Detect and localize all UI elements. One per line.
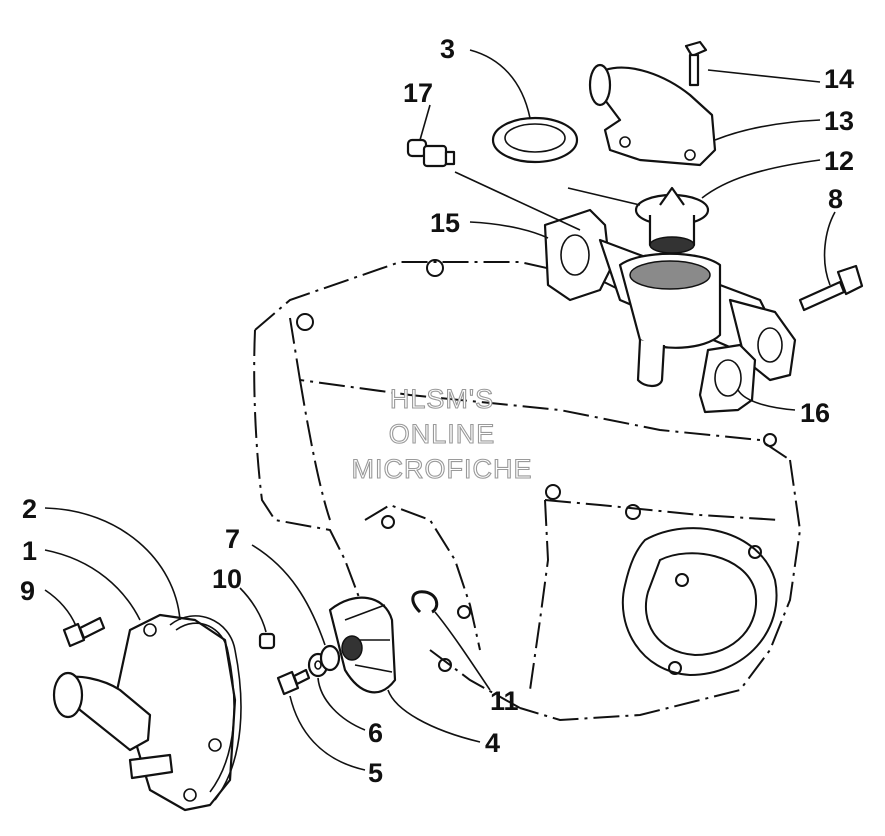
callout-6: 6 <box>368 718 383 748</box>
part-3-gasket-ring <box>491 116 579 164</box>
part-10-plug <box>258 632 276 650</box>
part-5-bolt <box>276 668 311 696</box>
part-9-bolt <box>62 616 106 648</box>
part-8-bolt <box>798 264 864 312</box>
callout-1: 1 <box>22 536 37 566</box>
callout-4: 4 <box>485 728 500 758</box>
part-13-thermostat-cover <box>588 63 717 167</box>
callout-13: 13 <box>824 106 854 136</box>
callout-8: 8 <box>828 184 843 214</box>
callout-15: 15 <box>430 208 460 238</box>
callout-3: 3 <box>440 34 455 64</box>
watermark-line-2: ONLINE <box>389 419 496 449</box>
callout-16: 16 <box>800 398 830 428</box>
part-1-water-pump-housing <box>52 613 237 812</box>
watermark-line-1: HLSM'S <box>390 384 494 414</box>
part-11-snap-ring <box>411 590 439 614</box>
leader-lines <box>44 49 836 771</box>
callout-2: 2 <box>22 494 37 524</box>
part-7-seal <box>319 644 341 672</box>
callout-12: 12 <box>824 146 854 176</box>
watermark: HLSM'S ONLINE MICROFICHE <box>351 383 533 484</box>
engine-block <box>253 259 802 722</box>
callout-10: 10 <box>212 564 242 594</box>
part-16-gasket <box>698 343 757 414</box>
part-17-fitting <box>406 138 456 168</box>
callout-5: 5 <box>368 758 383 788</box>
callout-9: 9 <box>20 576 35 606</box>
part-2-pump-gasket <box>169 615 242 801</box>
callout-labels: 3 14 17 13 12 8 15 16 2 7 1 10 9 11 6 4 … <box>20 34 854 788</box>
callout-11: 11 <box>490 686 519 716</box>
part-14-bolt <box>684 40 708 87</box>
part-15-water-manifold <box>543 208 797 388</box>
callout-14: 14 <box>824 64 854 94</box>
part-4-impeller <box>328 596 397 694</box>
callout-7: 7 <box>225 524 240 554</box>
callout-17: 17 <box>403 78 433 108</box>
part-12-thermostat <box>634 186 710 254</box>
watermark-line-3: MICROFICHE <box>352 454 533 484</box>
